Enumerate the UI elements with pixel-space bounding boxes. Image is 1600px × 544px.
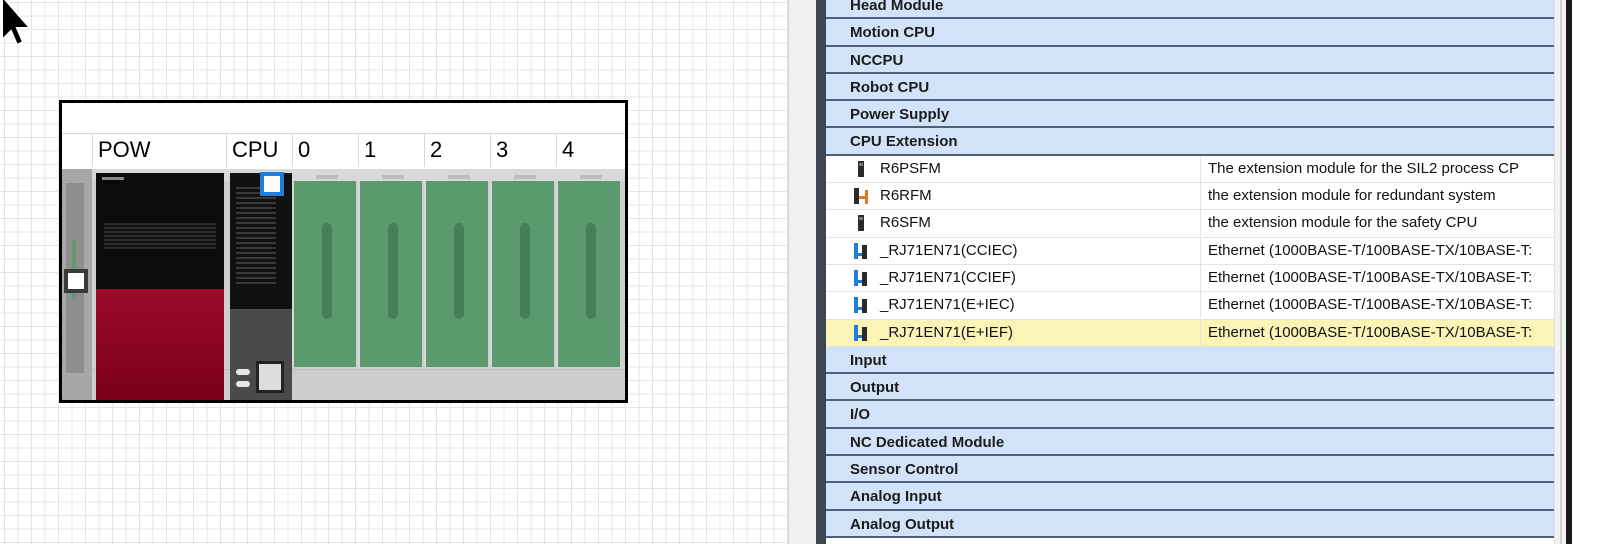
cpu-module[interactable]: [230, 173, 292, 400]
base-unit[interactable]: POW CPU 0 1 2 3 4: [59, 100, 628, 403]
module-description: Ethernet (1000BASE-T/100BASE-TX/10BASE-T…: [1200, 319, 1554, 346]
module-list-panel: Head Module Motion CPU NCCPU Robot CPU P…: [816, 0, 1600, 544]
window-right-edge: [1566, 0, 1600, 544]
slot-header-2: 2: [424, 133, 490, 167]
module-description: the extension module for redundant syste…: [1200, 183, 1554, 210]
module-blue-icon: [854, 269, 867, 286]
category-head-module[interactable]: Head Module: [826, 0, 1554, 20]
module-name: R6SFM: [880, 214, 931, 232]
module-row[interactable]: _RJ71EN71(CCIEF) Ethernet (1000BASE-T/10…: [826, 264, 1554, 293]
module-name: _RJ71EN71(E+IEF): [880, 323, 1013, 341]
base-connection-handle[interactable]: [64, 269, 88, 293]
module-black-icon: [858, 160, 864, 177]
slot-4-module[interactable]: [556, 175, 620, 367]
slot-header-cpu: CPU: [226, 133, 292, 167]
module-row[interactable]: _RJ71EN71(CCIEC) Ethernet (1000BASE-T/10…: [826, 237, 1554, 265]
category-sensor-control[interactable]: Sensor Control: [826, 456, 1554, 484]
module-name: _RJ71EN71(E+IEC): [880, 296, 1015, 314]
category-analog-input[interactable]: Analog Input: [826, 483, 1554, 511]
module-description: the extension module for the safety CPU: [1200, 210, 1554, 237]
slot-header-4: 4: [556, 133, 625, 167]
rack-canvas[interactable]: POW CPU 0 1 2 3 4: [0, 0, 788, 544]
category-io[interactable]: I/O: [826, 401, 1554, 429]
module-description: Ethernet (1000BASE-T/100BASE-TX/10BASE-T…: [1200, 237, 1554, 264]
mouse-pointer-icon: [1, 0, 33, 47]
module-name: R6PSFM: [880, 159, 941, 177]
module-description: The extension module for the SIL2 proces…: [1200, 155, 1554, 182]
slot-1-module[interactable]: [358, 175, 422, 367]
module-row-selected[interactable]: _RJ71EN71(E+IEF) Ethernet (1000BASE-T/10…: [826, 319, 1554, 347]
module-blue-icon: [854, 324, 867, 341]
module-name: _RJ71EN71(CCIEC): [880, 241, 1018, 259]
slot-header-row: [62, 133, 625, 168]
category-output[interactable]: Output: [826, 374, 1554, 402]
category-cpu-extension[interactable]: CPU Extension: [826, 128, 1554, 156]
module-description: Ethernet (1000BASE-T/100BASE-TX/10BASE-T…: [1200, 292, 1554, 319]
category-motion-cpu[interactable]: Motion CPU: [826, 19, 1554, 47]
module-blue-icon: [854, 242, 867, 259]
category-power-supply[interactable]: Power Supply: [826, 101, 1554, 129]
module-name: R6RFM: [880, 187, 932, 205]
slot-header-pow: POW: [92, 133, 226, 167]
ethernet-port-icon: [256, 361, 284, 393]
category-analog-output[interactable]: Analog Output: [826, 510, 1554, 538]
category-nc-dedicated-module[interactable]: NC Dedicated Module: [826, 428, 1554, 457]
slot-header-3: 3: [490, 133, 556, 167]
module-name: _RJ71EN71(CCIEF): [880, 268, 1016, 286]
module-black-icon: [858, 215, 864, 232]
cpu-selection-handle[interactable]: [260, 172, 284, 196]
module-row[interactable]: R6PSFM The extension module for the SIL2…: [826, 155, 1554, 184]
slot-header-0: 0: [292, 133, 358, 167]
slot-3-module[interactable]: [490, 175, 554, 367]
module-orange-icon: [854, 188, 868, 205]
module-tree: Head Module Motion CPU NCCPU Robot CPU P…: [826, 0, 1554, 538]
module-row[interactable]: R6RFM the extension module for redundant…: [826, 183, 1554, 211]
power-supply-module[interactable]: [96, 173, 224, 400]
slot-0-module[interactable]: [292, 175, 356, 367]
splitter[interactable]: [788, 0, 817, 544]
module-blue-icon: [854, 297, 867, 314]
slot-2-module[interactable]: [424, 175, 488, 367]
module-row[interactable]: _RJ71EN71(E+IEC) Ethernet (1000BASE-T/10…: [826, 292, 1554, 320]
category-nccpu[interactable]: NCCPU: [826, 46, 1554, 74]
category-input[interactable]: Input: [826, 346, 1554, 375]
slot-header-1: 1: [358, 133, 424, 167]
module-row[interactable]: R6SFM the extension module for the safet…: [826, 210, 1554, 238]
vertical-scrollbar[interactable]: [1554, 0, 1567, 544]
category-robot-cpu[interactable]: Robot CPU: [826, 73, 1554, 102]
module-description: Ethernet (1000BASE-T/100BASE-TX/10BASE-T…: [1200, 264, 1554, 291]
